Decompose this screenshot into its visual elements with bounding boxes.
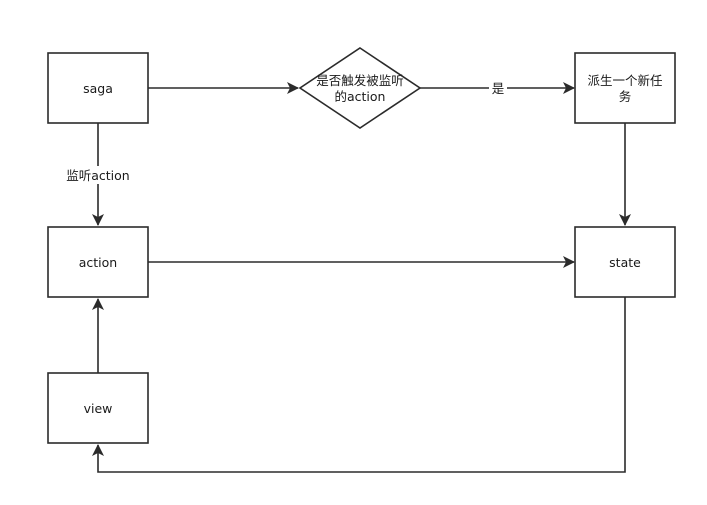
edge-label-yes: 是: [492, 81, 505, 96]
node-action: action: [47, 226, 149, 298]
node-state: state: [574, 226, 676, 298]
node-spawn-task: 派生一个新任 务: [574, 52, 676, 124]
node-decision: 是否触发被监听 的action: [298, 47, 422, 129]
edge-state-to-view: [92, 297, 626, 473]
edge-label-listen-action: 监听action: [66, 168, 129, 183]
node-decision-label-line2: 的action: [335, 89, 386, 104]
node-decision-label-line1: 是否触发被监听: [316, 73, 404, 88]
node-view: view: [47, 372, 149, 444]
node-view-label: view: [84, 401, 113, 416]
edge-label-bg-yes: [489, 80, 507, 96]
node-state-label: state: [609, 255, 641, 270]
node-spawn-label-line2: 务: [619, 89, 632, 104]
node-action-label: action: [79, 255, 117, 270]
node-saga-label: saga: [83, 81, 113, 96]
node-saga: saga: [47, 52, 149, 124]
node-spawn-label-line1: 派生一个新任: [587, 73, 662, 88]
edge-label-bg-listen: [62, 166, 134, 184]
